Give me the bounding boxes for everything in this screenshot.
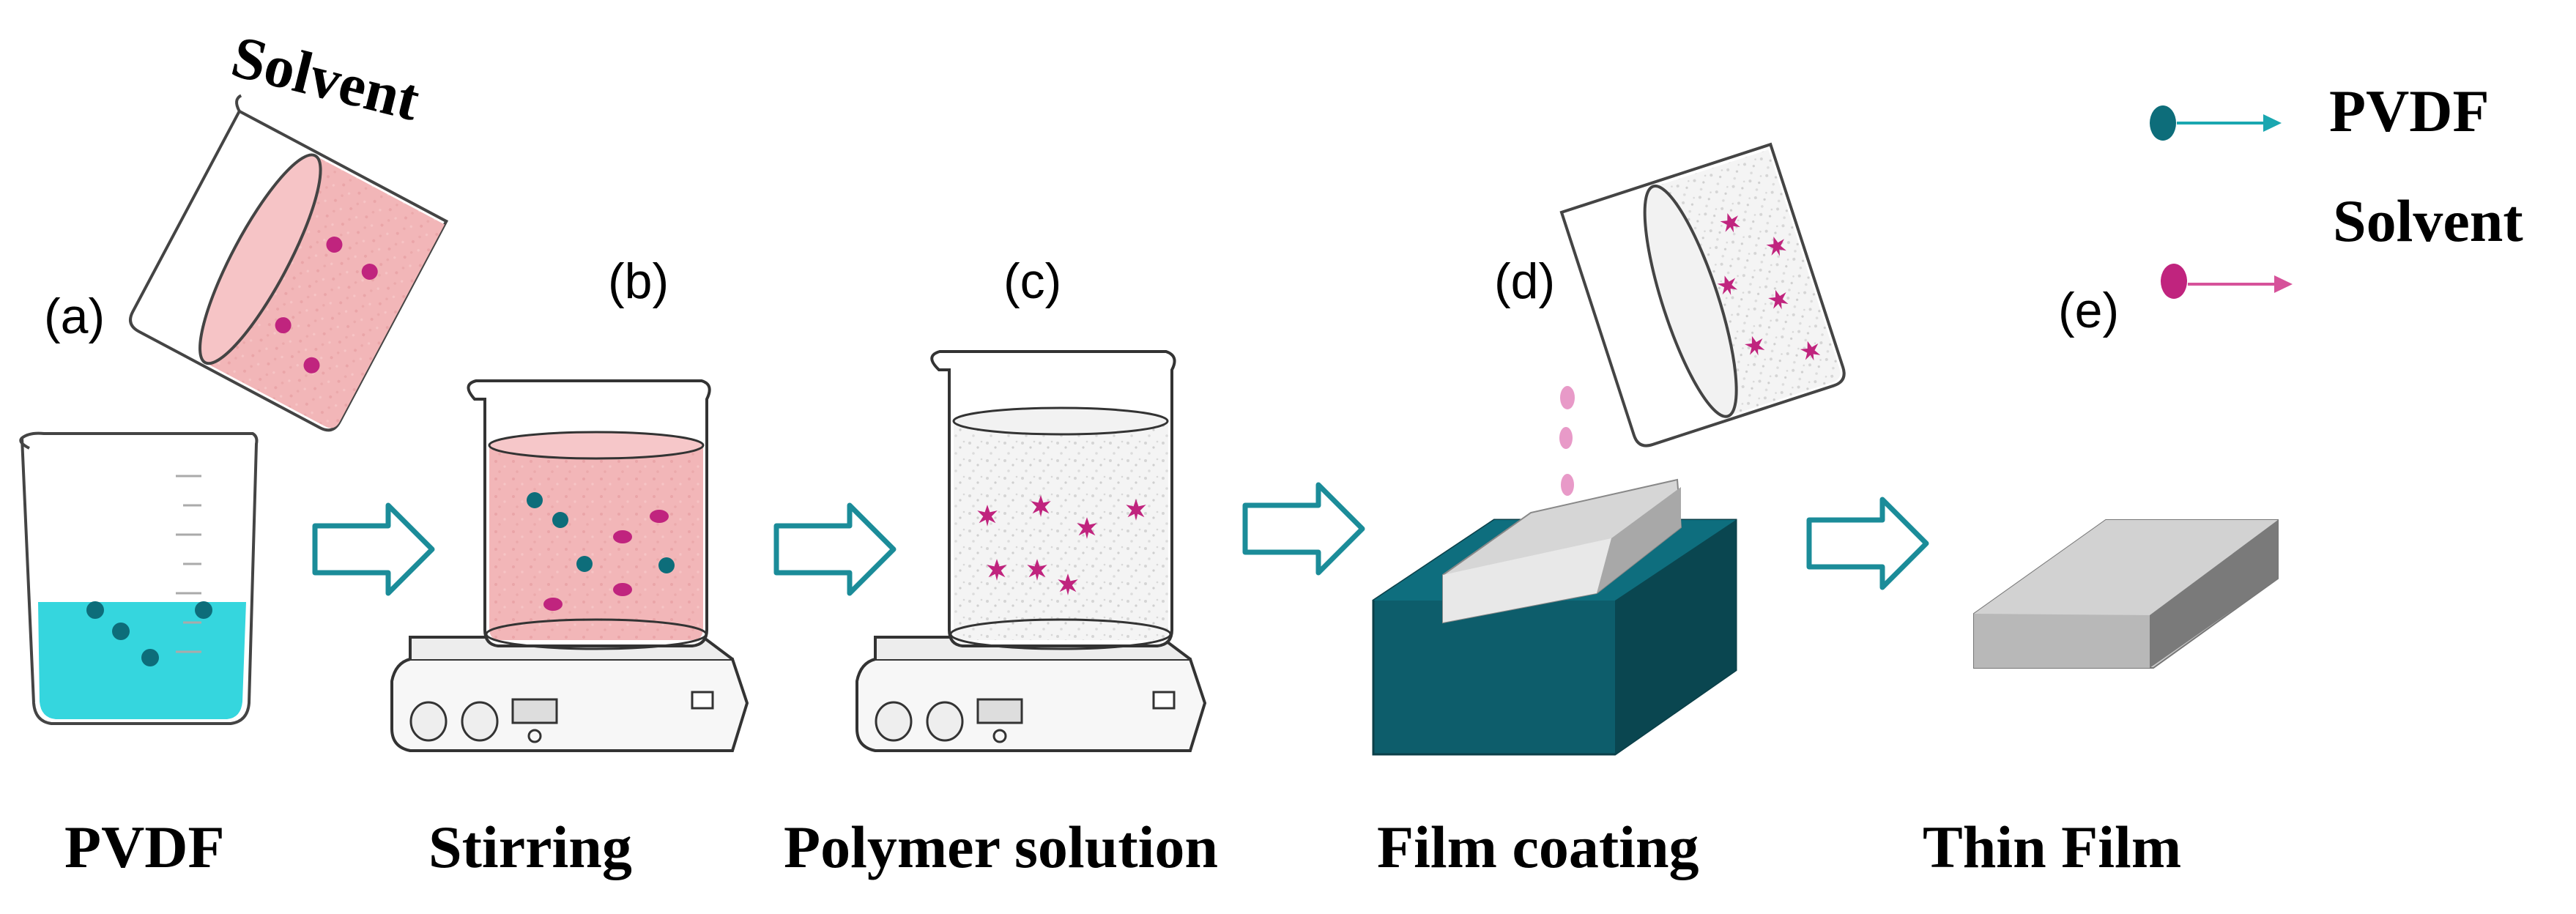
pvdf-particle: [141, 649, 159, 666]
step-label-d: (d): [1494, 253, 1556, 309]
solvent-drop: [1559, 427, 1573, 449]
caption-pvdf: PVDF: [64, 814, 225, 880]
solvent-particle: [326, 237, 343, 253]
solvent-particle: [543, 598, 563, 611]
pink-liquid: [489, 445, 703, 640]
step-label-c: (c): [1003, 253, 1062, 309]
legend: [2150, 105, 2293, 299]
solvent-pour-beaker: [129, 94, 449, 432]
solvent-particle: [613, 530, 632, 543]
pvdf-particle: [576, 556, 593, 572]
process-arrow-3: [1242, 482, 1365, 576]
pvdf-particle: [112, 623, 130, 640]
solvent-particle: [613, 583, 632, 596]
polymer-solution-setup: [855, 350, 1207, 752]
caption-thin-film: Thin Film: [1923, 814, 2182, 880]
pvdf-particle: [86, 601, 104, 619]
polymer-liquid: [954, 421, 1168, 640]
solvent-particle: [303, 357, 320, 374]
legend-pvdf-label: PVDF: [2329, 78, 2490, 144]
process-arrow-2: [773, 502, 897, 596]
legend-solvent-dot: [2161, 264, 2187, 299]
step-label-e: (e): [2058, 283, 2120, 338]
solvent-drop: [1561, 474, 1574, 496]
solvent-particle: [650, 510, 669, 523]
pvdf-particle: [658, 557, 675, 573]
pvdf-particle: [527, 492, 543, 508]
pvdf-particle: [195, 601, 212, 619]
process-arrow-4: [1806, 497, 1929, 590]
thin-film: [1973, 519, 2279, 669]
step-label-a: (a): [44, 289, 105, 344]
stirring-setup: [390, 379, 749, 752]
film-coating-setup: [1372, 142, 1846, 756]
caption-film-coating: Film coating: [1377, 814, 1699, 880]
step-label-b: (b): [608, 253, 669, 309]
pvdf-beaker: [19, 431, 259, 725]
caption-stirring: Stirring: [428, 814, 632, 880]
caption-polymer-solution: Polymer solution: [784, 814, 1218, 880]
solvent-drop: [1560, 386, 1575, 409]
solvent-particle: [361, 264, 378, 280]
pvdf-particle: [552, 512, 568, 528]
process-arrow-1: [312, 502, 435, 596]
solvent-particle: [275, 317, 292, 334]
legend-pvdf-dot: [2150, 105, 2176, 141]
legend-solvent-label: Solvent: [2333, 187, 2523, 254]
